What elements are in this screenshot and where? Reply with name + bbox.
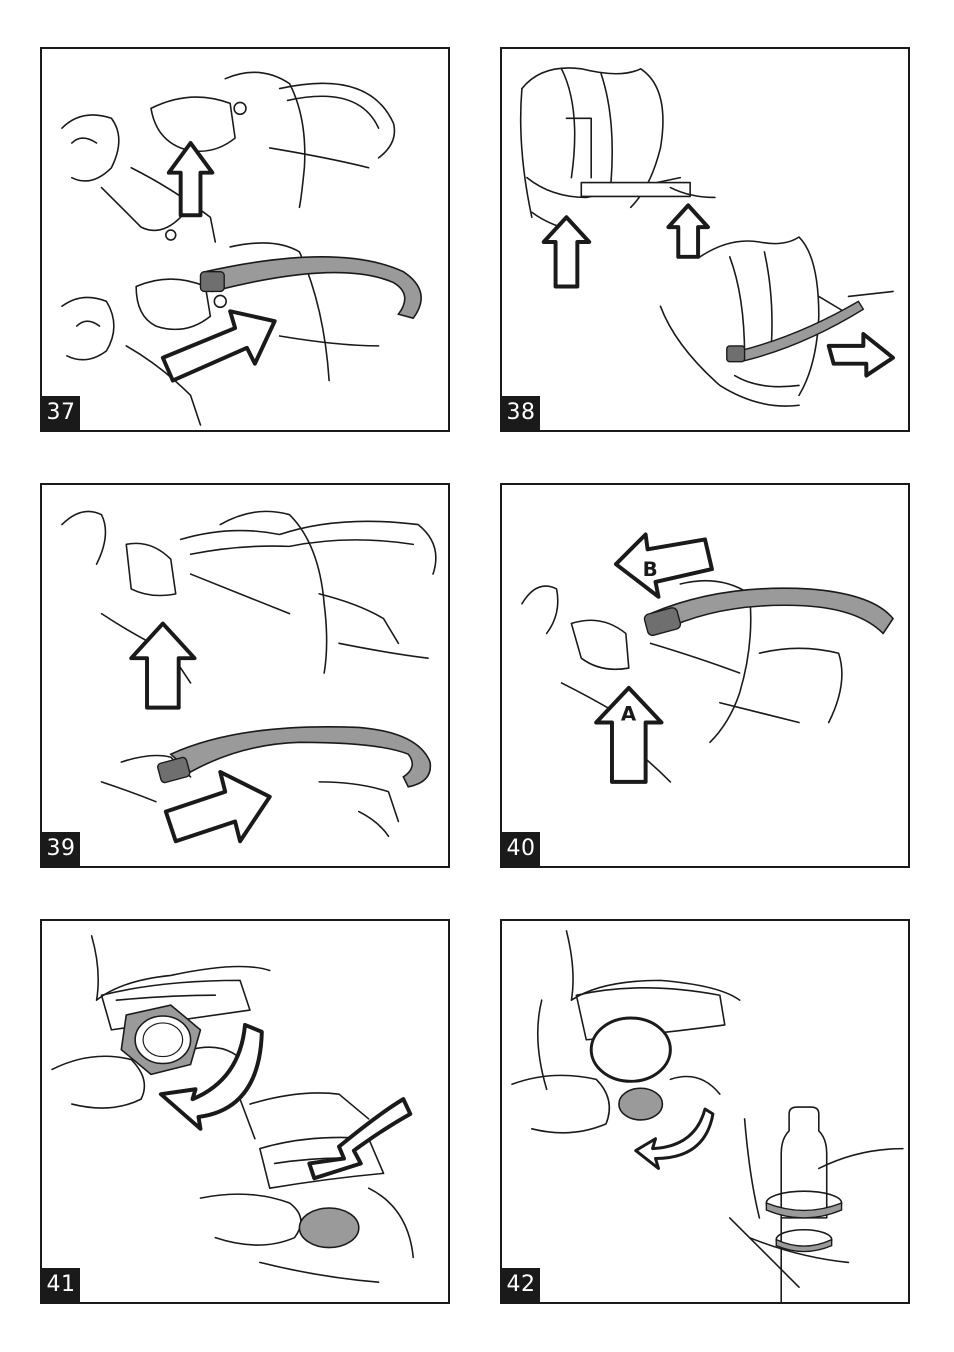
illustration-attach-cup-holder bbox=[42, 921, 448, 1302]
step-panel-39: 39 bbox=[40, 483, 450, 868]
step-number: 39 bbox=[42, 832, 80, 866]
step-number: 38 bbox=[502, 396, 540, 430]
step-number: 41 bbox=[42, 1268, 80, 1302]
illustration-bumper-bar-a-b: B A bbox=[502, 485, 908, 866]
step-panel-40: B A 40 bbox=[500, 483, 910, 868]
step-number: 40 bbox=[502, 832, 540, 866]
illustration-fit-bumper-bar bbox=[502, 49, 908, 430]
step-panel-38: 38 bbox=[500, 47, 910, 432]
arrow-label-b: B bbox=[643, 558, 658, 581]
step-number: 37 bbox=[42, 396, 80, 430]
step-panel-41: 41 bbox=[40, 919, 450, 1304]
step-number: 42 bbox=[502, 1268, 540, 1302]
illustration-release-bumper-bar bbox=[42, 485, 448, 866]
step-panel-37: 37 bbox=[40, 47, 450, 432]
step-panel-42: 42 bbox=[500, 919, 910, 1304]
illustration-use-cup-holder bbox=[502, 921, 908, 1302]
illustration-remove-bumper-bar bbox=[42, 49, 448, 430]
arrow-label-a: A bbox=[621, 703, 637, 726]
